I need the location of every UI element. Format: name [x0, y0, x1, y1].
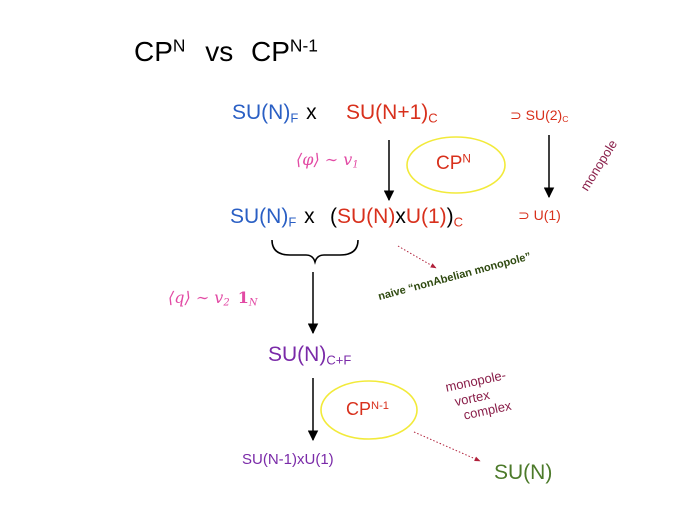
- bottom-left-group: SU(N-1)xU(1): [242, 451, 334, 468]
- sun-color-flavor: SU(N)C+F: [268, 343, 352, 368]
- cpn1-ellipse: [320, 380, 418, 440]
- brace: [271, 239, 359, 265]
- row2-color-group: (SU(N)xU(1))C: [330, 205, 464, 230]
- phi-vev-label: ⟨φ⟩ ∼ v1: [296, 150, 359, 171]
- dotted-arrow-naive: [397, 245, 437, 269]
- title-vs: vs: [205, 36, 234, 67]
- q-vev-label: ⟨q⟩ ∼ v2 1N: [168, 288, 258, 309]
- cpn1-ellipse-label: CPN-1: [346, 399, 389, 419]
- row1-color-group: SU(N+1)C: [346, 101, 438, 126]
- title-cpn1: CPN-1: [251, 35, 318, 67]
- bottom-right-group: SU(N): [494, 461, 553, 484]
- title: CPN vs CPN-1: [134, 35, 318, 67]
- row1-flavor-group: SU(N)F x: [232, 101, 317, 126]
- row2-u1-subgroup: ⊃ U(1): [518, 207, 561, 223]
- row1-su2-subgroup: ⊃ SU(2)C: [510, 107, 569, 125]
- dotted-arrow-complex: [413, 431, 481, 462]
- title-cpn: CPN: [134, 35, 186, 67]
- cpn-ellipse-label: CPN: [436, 152, 471, 174]
- row2-flavor-group: SU(N)F x: [230, 205, 315, 230]
- cpn-ellipse: [406, 136, 506, 194]
